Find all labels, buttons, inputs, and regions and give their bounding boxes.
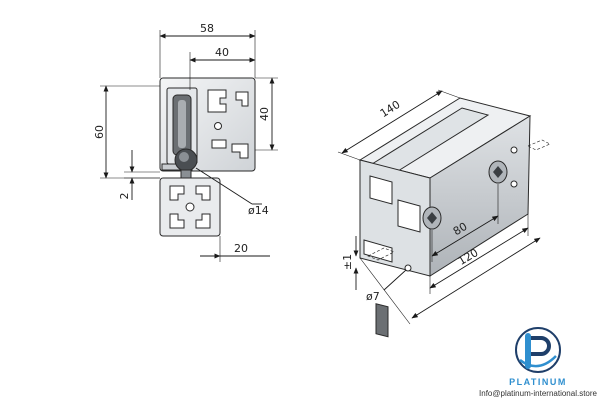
dim-plus-minus-1: ±1 [341, 254, 354, 270]
iso-view: 140 80 120 ±1 ø7 [337, 89, 551, 338]
dim-diameter-14: ø14 [248, 204, 269, 217]
dim-40-vertical: 40 [258, 107, 271, 121]
dim-diameter-7: ø7 [366, 290, 380, 303]
screw-right [488, 160, 508, 184]
brand-contact: Info@platinum-international.store [479, 389, 598, 398]
dim-58: 58 [200, 22, 214, 35]
dim-2: 2 [118, 193, 131, 200]
clamp-body [159, 77, 256, 172]
dim-20: 20 [234, 242, 248, 255]
screw-left [422, 206, 442, 230]
dim-60: 60 [93, 125, 106, 139]
dim-140: 140 [378, 98, 403, 120]
platinum-logo [515, 327, 561, 373]
dim-40-horizontal: 40 [215, 46, 229, 59]
front-view: 58 40 40 60 2 ø14 20 [93, 22, 278, 262]
brand-name: PLATINUM [509, 377, 567, 387]
lower-profile [159, 177, 221, 237]
